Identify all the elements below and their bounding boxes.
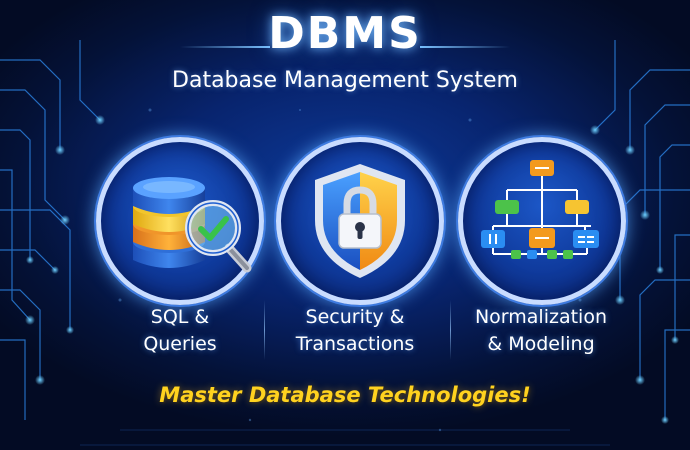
feature-label-line2: & Modeling — [487, 333, 595, 355]
feature-label-line2: Queries — [143, 333, 217, 355]
title-rule-left — [180, 46, 270, 48]
database-search-icon — [133, 177, 252, 273]
page-subtitle: Database Management System — [172, 68, 518, 93]
tagline: Master Database Technologies! — [159, 383, 531, 407]
page-title: DBMS — [268, 8, 422, 59]
shield-lock-icon — [315, 164, 405, 278]
feature-label-sql: SQL & Queries — [96, 304, 264, 358]
feature-label-normalization: Normalization & Modeling — [452, 304, 630, 358]
divider-left — [264, 300, 265, 360]
feature-circle-sql — [96, 137, 264, 305]
divider-right — [450, 300, 451, 360]
feature-label-line1: Security & — [305, 306, 405, 328]
feature-label-line1: Normalization — [474, 306, 608, 328]
feature-label-security: Security & Transactions — [266, 304, 444, 358]
feature-circle-normalization — [458, 137, 626, 305]
schema-diagram-icon — [481, 160, 599, 259]
feature-label-line1: SQL & — [150, 306, 210, 328]
feature-circle-security — [276, 137, 444, 305]
feature-label-line2: Transactions — [295, 333, 415, 355]
